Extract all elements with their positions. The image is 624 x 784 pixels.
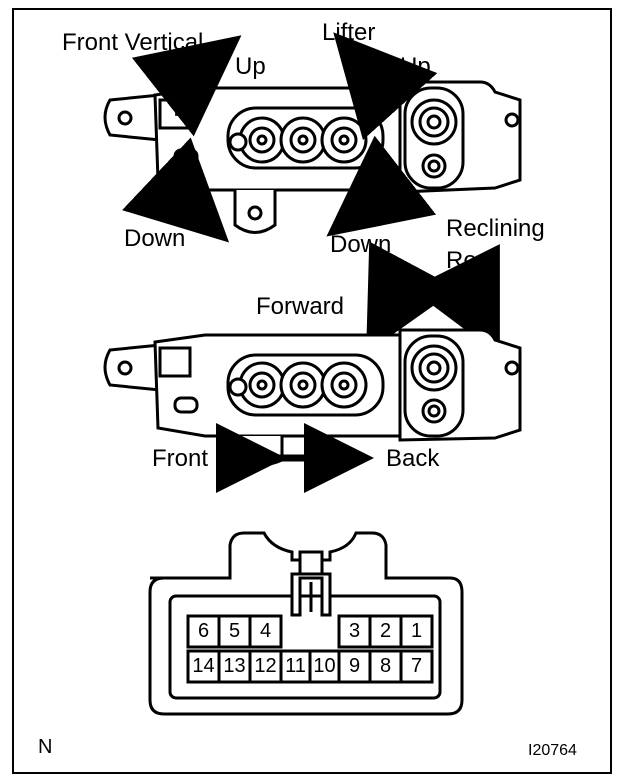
forward-label: Forward bbox=[256, 293, 345, 320]
lifter-down-arrow bbox=[326, 135, 437, 237]
recline-forward-arrow bbox=[366, 241, 458, 354]
front-vertical-down-arrow bbox=[122, 137, 230, 243]
figure-id: I20764 bbox=[528, 742, 577, 759]
recline-rear-arrow bbox=[410, 243, 500, 356]
corner-code-left: N bbox=[38, 736, 53, 758]
lifter-up-arrow bbox=[333, 32, 438, 141]
pin-14: 14 bbox=[192, 655, 215, 677]
reclining-label: Reclining bbox=[446, 215, 545, 242]
middle-switch-assembly bbox=[103, 328, 522, 467]
front-vertical-up-arrow bbox=[131, 35, 242, 137]
back-label: Back bbox=[386, 445, 440, 472]
pin-2: 2 bbox=[379, 620, 392, 642]
connector-cells bbox=[186, 614, 434, 684]
front-vertical-label: Front Vertical bbox=[62, 29, 204, 56]
pin-6: 6 bbox=[197, 620, 210, 642]
front-label: Front bbox=[152, 445, 209, 472]
front-vertical-up-label: Up bbox=[235, 53, 266, 80]
top-switch-assembly bbox=[103, 80, 522, 234]
lifter-label: Lifter bbox=[322, 19, 376, 46]
pin-9: 9 bbox=[348, 655, 361, 677]
rear-label: Rear bbox=[446, 247, 499, 274]
pin-13: 13 bbox=[223, 655, 246, 677]
pin-1: 1 bbox=[410, 620, 423, 642]
pin-8: 8 bbox=[379, 655, 392, 677]
connector-outline bbox=[148, 531, 464, 716]
pin-5: 5 bbox=[228, 620, 241, 642]
pin-10: 10 bbox=[313, 655, 336, 677]
front-vertical-down-label: Down bbox=[124, 225, 186, 252]
pin-11: 11 bbox=[285, 655, 306, 677]
pin-12: 12 bbox=[254, 655, 277, 677]
pin-7: 7 bbox=[410, 655, 423, 677]
lifter-down-label: Down bbox=[330, 231, 392, 258]
diagram-frame bbox=[12, 8, 612, 774]
pin-3: 3 bbox=[348, 620, 361, 642]
lifter-up-label: Up bbox=[400, 53, 431, 80]
pin-4: 4 bbox=[259, 620, 272, 642]
